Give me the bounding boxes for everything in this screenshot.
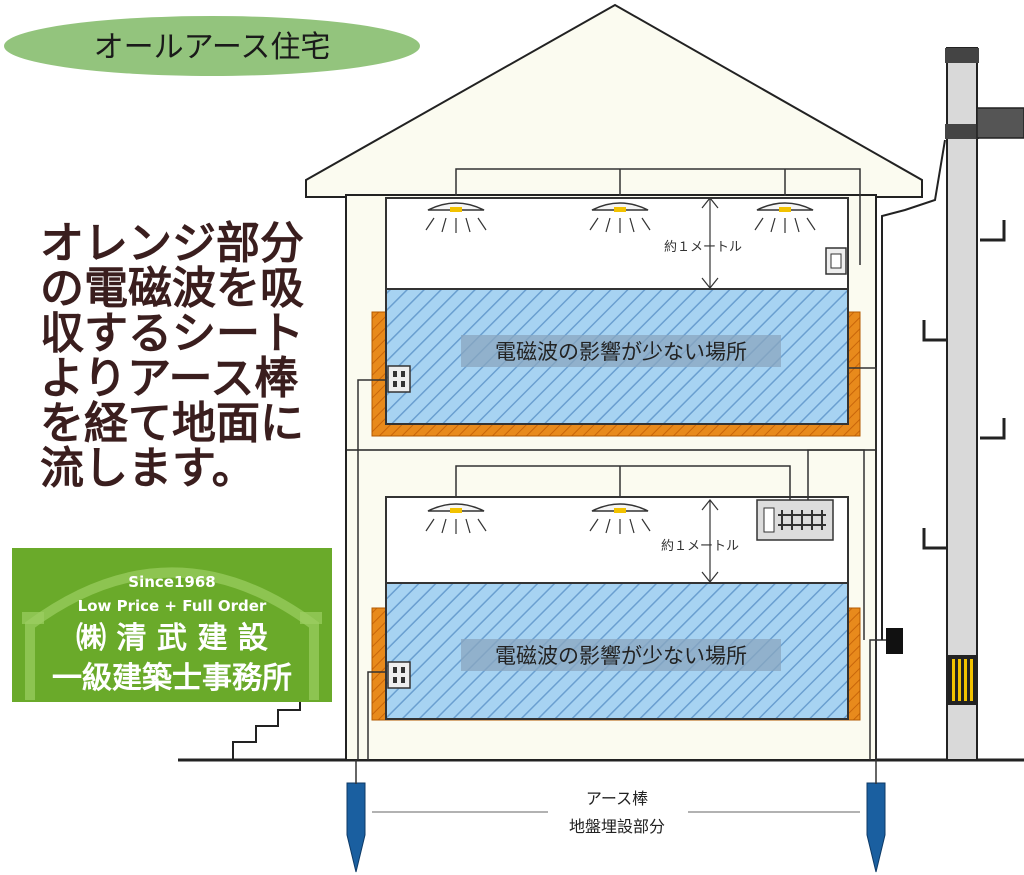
ceiling-light-icon [425, 503, 487, 534]
ceiling-light-icon [754, 202, 816, 233]
utility-pole-icon [922, 47, 1024, 761]
house-roof [305, 3, 923, 198]
explanation-line: オレンジ部分 [40, 218, 304, 269]
logo-tagline: Low Price + Full Order [78, 597, 267, 615]
explanation-line: 流します。 [40, 443, 256, 494]
title-badge-text: オールアース住宅 [94, 30, 331, 65]
upper-zone-label: 電磁波の影響が少ない場所 [495, 340, 747, 364]
explanation-line: よりアース棒 [40, 353, 299, 404]
logo-company: ㈱ 清 武 建 設 [76, 621, 268, 656]
lower-distance-label: 約１メートル [661, 539, 739, 554]
switch-icon [825, 247, 847, 275]
upper-distance-arrow [701, 197, 719, 289]
explanation-line: を経て地面に [40, 398, 304, 449]
earth-rod-icon [346, 760, 366, 873]
meter-box [886, 628, 903, 654]
exterior-stairs [232, 693, 322, 760]
earth-buried-label: 地盤埋設部分 [569, 817, 665, 836]
earth-rod-icon [866, 760, 886, 873]
company-logo: Since1968 Low Price + Full Order ㈱ 清 武 建… [12, 548, 332, 702]
ceiling-light-icon [589, 503, 651, 534]
ceiling-light-icon [589, 202, 651, 233]
logo-office: 一級建築士事務所 [52, 661, 292, 696]
outlet-icon [387, 365, 411, 393]
explanation-line: の電磁波を吸 [40, 263, 304, 314]
earth-rod-label: アース棒 [586, 789, 648, 808]
explanation-line: 収するシート [40, 308, 304, 359]
logo-since: Since1968 [128, 573, 215, 591]
distribution-board-icon [756, 499, 834, 541]
ceiling-light-icon [425, 202, 487, 233]
upper-distance-label: 約１メートル [664, 240, 742, 255]
outlet-icon [387, 661, 411, 689]
lower-distance-arrow [701, 499, 719, 583]
lower-zone-label: 電磁波の影響が少ない場所 [495, 644, 747, 668]
title-badge [4, 16, 420, 76]
